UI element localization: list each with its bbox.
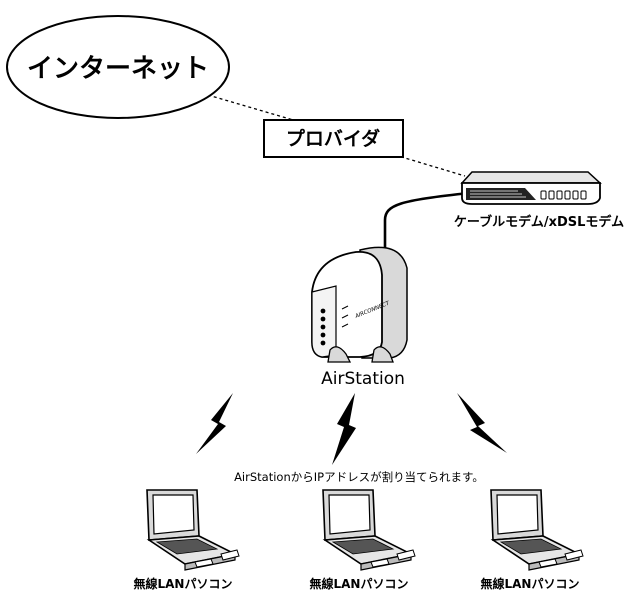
modem-device xyxy=(460,171,602,205)
provider-box xyxy=(263,119,404,158)
assignment-note: AirStationからIPアドレスが割り当てられます。 xyxy=(234,470,484,484)
laptop-icon-2 xyxy=(322,489,416,571)
wireless-signal-icon-right xyxy=(457,393,507,453)
modem-router-cable xyxy=(383,191,471,258)
laptop-icon-3 xyxy=(490,489,584,571)
client-label-2: 無線LANパソコン xyxy=(310,576,409,591)
internet-label: インターネット xyxy=(27,54,209,84)
provider-modem-link xyxy=(394,154,466,177)
client-label-1: 無線LANパソコン xyxy=(134,576,233,591)
airstation-label: AirStation xyxy=(321,369,405,389)
wireless-signal-icon-left xyxy=(196,393,233,454)
provider-label: プロバイダ xyxy=(286,127,380,150)
wireless-signal-icon-center xyxy=(332,393,356,465)
laptop-icon-1 xyxy=(146,489,240,571)
internet-cloud xyxy=(6,15,230,119)
internet-provider-link xyxy=(207,94,301,123)
airstation-device: AIRCONNECT xyxy=(311,246,408,363)
modem-label: ケーブルモデム/xDSLモデム xyxy=(454,214,624,230)
client-label-3: 無線LANパソコン xyxy=(481,576,580,591)
